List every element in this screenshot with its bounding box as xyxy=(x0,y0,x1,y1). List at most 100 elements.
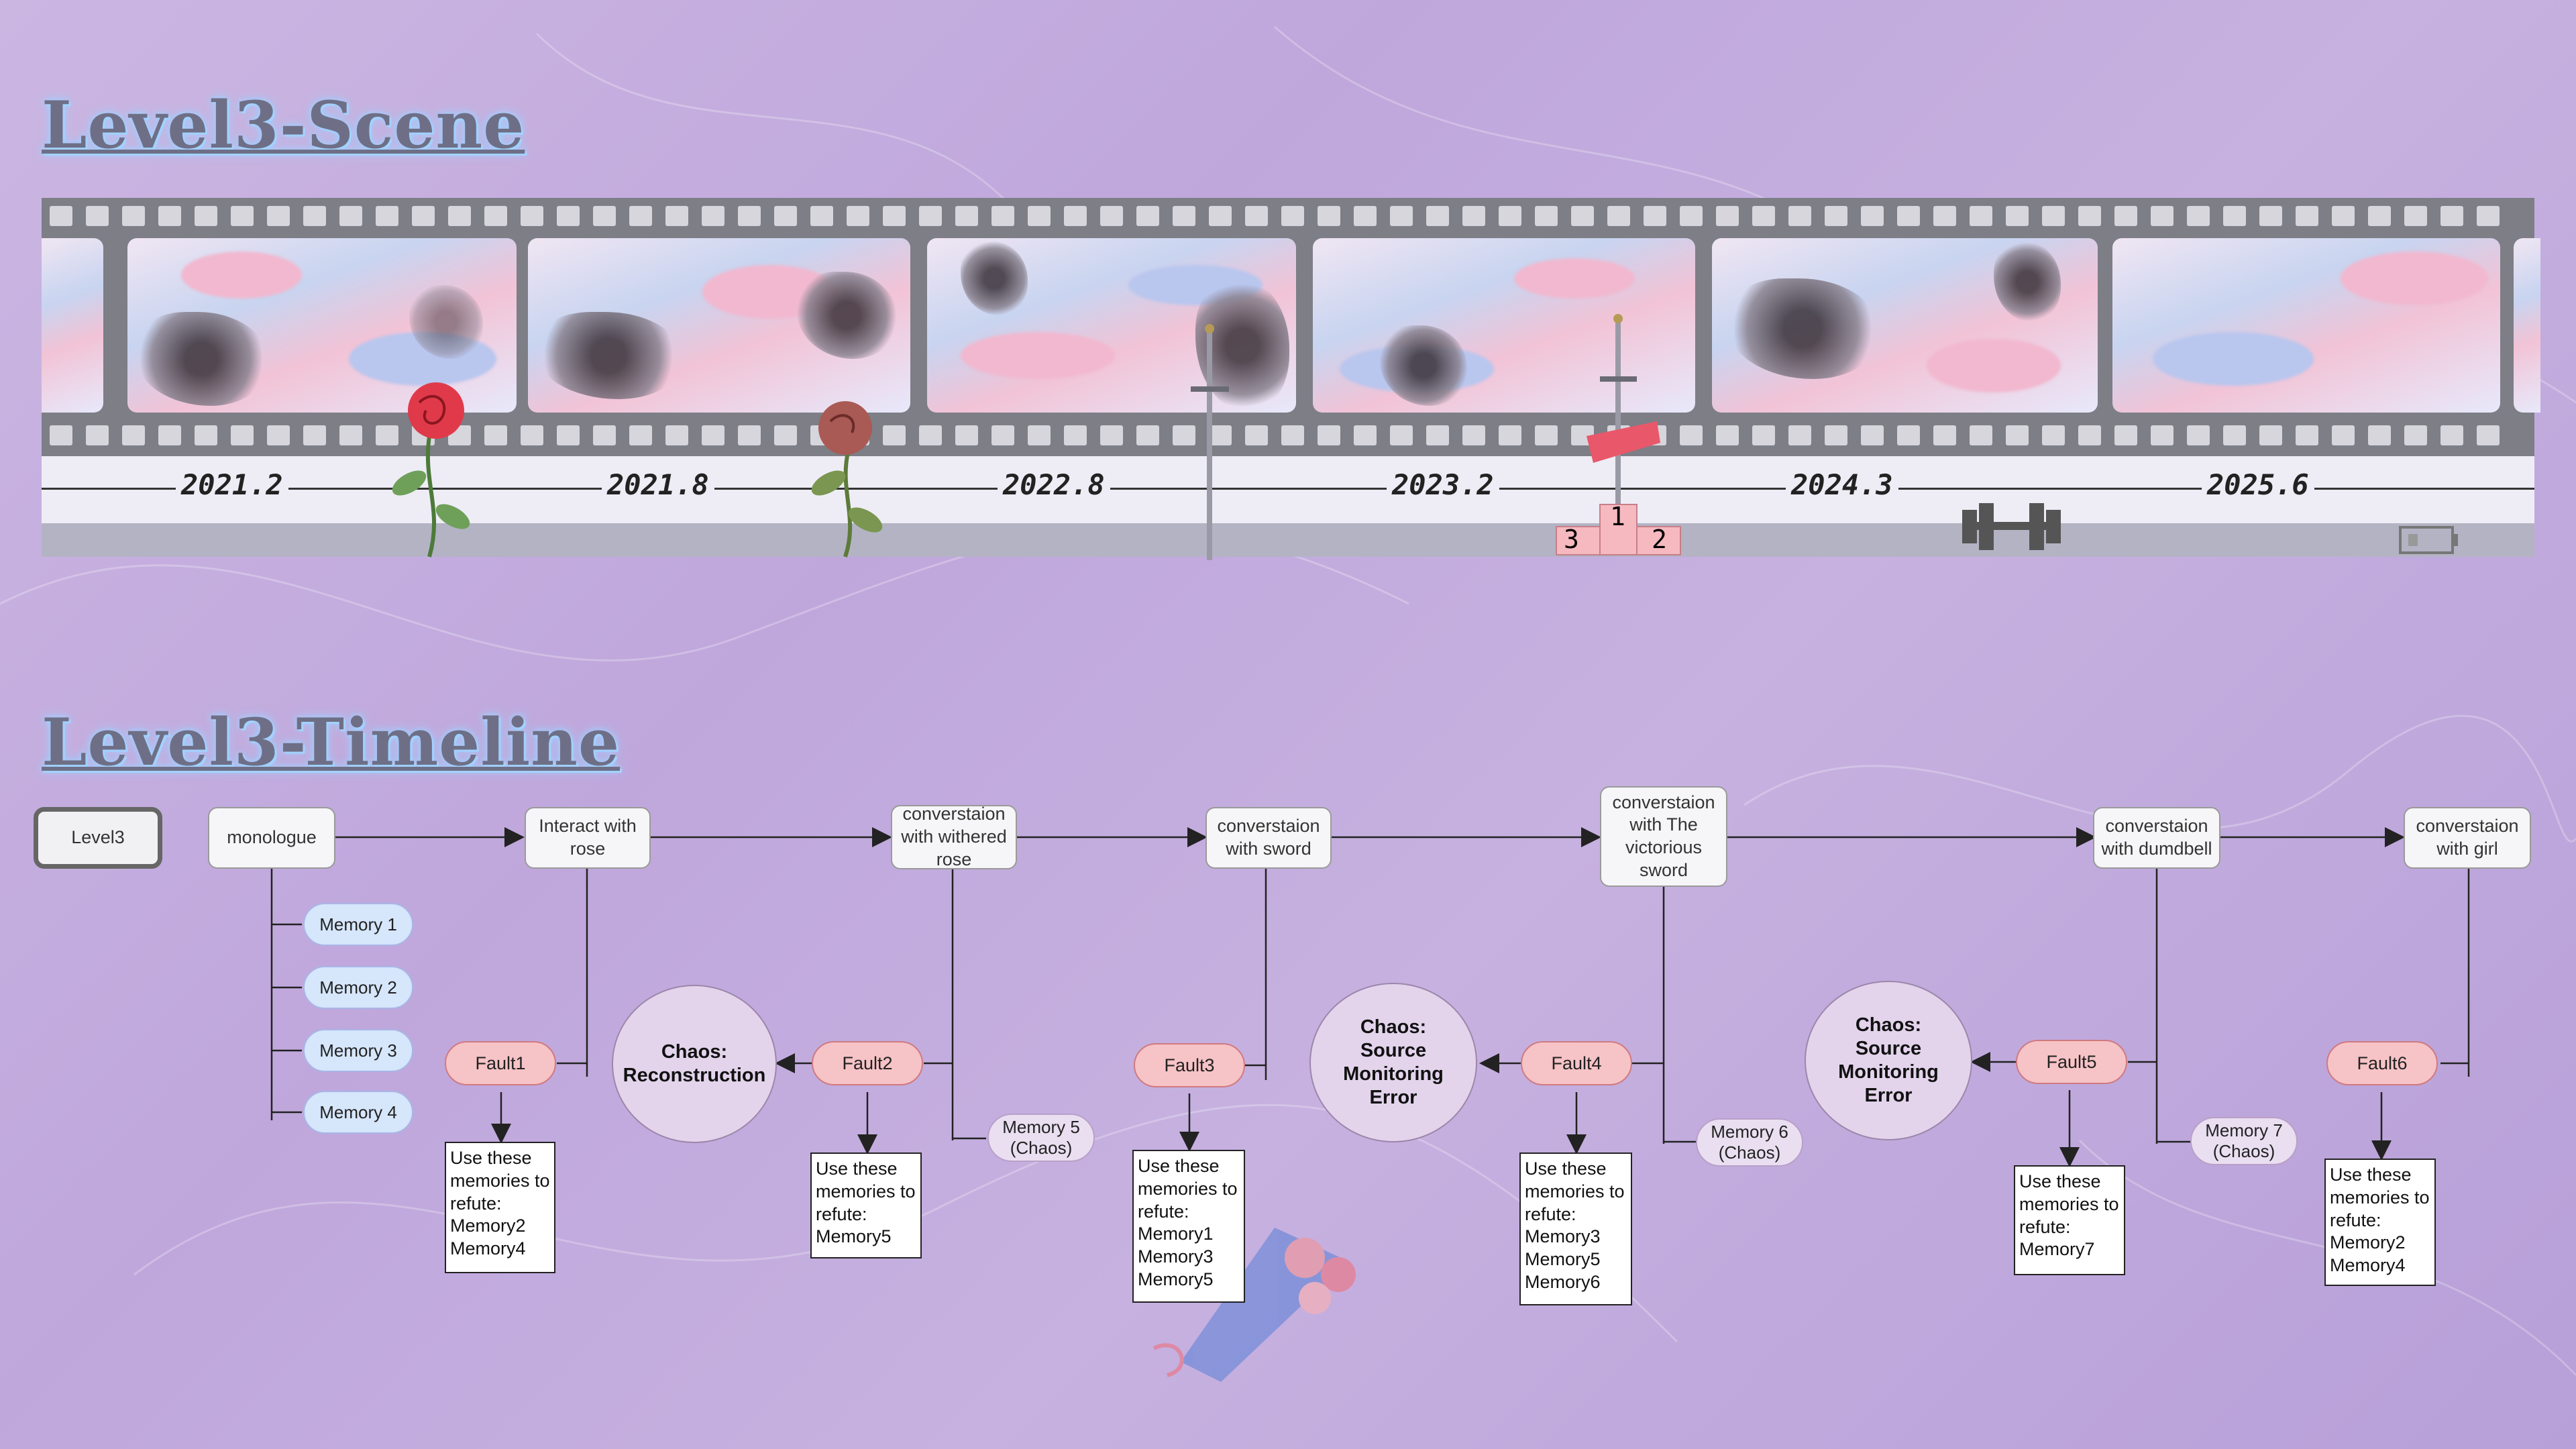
memory-6-chaos[interactable]: Memory 6 (Chaos) xyxy=(1696,1118,1803,1167)
film-frame-2024-3 xyxy=(1712,238,2098,413)
step-withered-rose[interactable]: converstaion with withered rose xyxy=(891,804,1017,869)
film-frame-2021-2 xyxy=(127,238,517,413)
sprocket-hole xyxy=(303,425,326,445)
sprocket-hole xyxy=(1354,425,1377,445)
rose-icon xyxy=(392,382,470,557)
date-label: 2022.8 xyxy=(998,468,1110,501)
sprocket-hole xyxy=(1462,206,1485,226)
scene-props xyxy=(392,314,2458,560)
sprocket-hole xyxy=(2296,206,2318,226)
sprocket-hole xyxy=(1100,425,1123,445)
film-frame-2021-8 xyxy=(528,238,910,413)
sprocket-hole xyxy=(557,425,580,445)
sprocket-hole xyxy=(1933,425,1956,445)
sprocket-hole xyxy=(2187,206,2210,226)
sprocket-hole xyxy=(448,206,471,226)
sprocket-hole xyxy=(1716,206,1739,226)
memory-5-chaos[interactable]: Memory 5 (Chaos) xyxy=(987,1114,1095,1162)
sprocket-hole xyxy=(2477,425,2500,445)
memory-4[interactable]: Memory 4 xyxy=(303,1091,413,1134)
sprocket-hole xyxy=(738,425,761,445)
step-interact-rose[interactable]: Interact with rose xyxy=(525,807,651,869)
sprocket-hole xyxy=(1390,206,1413,226)
sprocket-hole xyxy=(1825,425,1847,445)
memory-1[interactable]: Memory 1 xyxy=(303,903,413,946)
memory-7-chaos[interactable]: Memory 7 (Chaos) xyxy=(2190,1117,2298,1165)
sword-icon xyxy=(1191,324,1229,560)
sprocket-hole xyxy=(195,425,217,445)
sprocket-hole xyxy=(1825,206,1847,226)
sprocket-hole xyxy=(593,206,616,226)
sprocket-hole xyxy=(267,425,290,445)
refute-box-fault-5: Use these memories to refute: Memory7 xyxy=(2014,1165,2125,1275)
bouquet-icon xyxy=(1152,1228,1356,1382)
sprocket-hole xyxy=(1897,206,1920,226)
memory-3[interactable]: Memory 3 xyxy=(303,1029,413,1072)
sprocket-hole xyxy=(1897,425,1920,445)
fault-4[interactable]: Fault4 xyxy=(1521,1041,1632,1085)
sprocket-hole xyxy=(231,425,254,445)
sprocket-hole xyxy=(1318,206,1340,226)
sprocket-hole xyxy=(2368,206,2391,226)
scene-section-title: Level3-Scene xyxy=(42,87,525,163)
sprocket-hole xyxy=(883,206,906,226)
sprocket-hole xyxy=(955,425,978,445)
podium-first-label: 1 xyxy=(1610,502,1625,531)
sprocket-hole xyxy=(1281,425,1304,445)
chaos-reconstruction[interactable]: Chaos: Reconstruction xyxy=(612,985,777,1143)
sprocket-hole xyxy=(2368,425,2391,445)
refute-box-fault-1: Use these memories to refute: Memory2 Me… xyxy=(445,1142,555,1273)
fault-5[interactable]: Fault5 xyxy=(2016,1040,2127,1084)
sprocket-hole xyxy=(376,206,398,226)
sprocket-hole xyxy=(810,206,833,226)
sprocket-hole xyxy=(1354,206,1377,226)
sprocket-hole xyxy=(1861,206,1884,226)
sprocket-hole xyxy=(1970,425,1992,445)
sprocket-hole xyxy=(86,425,109,445)
timeline-axis xyxy=(42,488,2534,490)
memory-2[interactable]: Memory 2 xyxy=(303,966,413,1009)
sprocket-hole xyxy=(1462,425,1485,445)
level3-start-node[interactable]: Level3 xyxy=(34,807,162,869)
fault-3[interactable]: Fault3 xyxy=(1134,1043,1245,1087)
date-label: 2021.8 xyxy=(602,468,714,501)
withered-rose-icon xyxy=(811,401,883,557)
date-band-bottom xyxy=(42,523,2534,557)
sprocket-hole xyxy=(158,206,181,226)
sprocket-hole xyxy=(1716,425,1739,445)
sprocket-hole xyxy=(629,425,652,445)
chaos-source-monitoring-error-2[interactable]: Chaos: Source Monitoring Error xyxy=(1805,981,1972,1140)
timeline-section-title: Level3-Timeline xyxy=(42,704,621,780)
sprocket-hole xyxy=(2151,425,2174,445)
sprocket-hole xyxy=(339,425,362,445)
step-dumbbell[interactable]: converstaion with dumdbell xyxy=(2093,807,2220,869)
sprocket-hole xyxy=(1535,206,1558,226)
step-sword[interactable]: converstaion with sword xyxy=(1205,807,1332,869)
fault-6[interactable]: Fault6 xyxy=(2326,1041,2438,1085)
sprocket-hole xyxy=(1788,425,1811,445)
battery-icon xyxy=(2399,526,2458,554)
fault-1[interactable]: Fault1 xyxy=(445,1041,556,1085)
sprocket-hole xyxy=(702,206,724,226)
sprocket-hole xyxy=(1571,206,1594,226)
monologue-node[interactable]: monologue xyxy=(208,807,335,869)
sprocket-hole xyxy=(883,425,906,445)
sprocket-hole xyxy=(1390,425,1413,445)
refute-box-fault-4: Use these memories to refute: Memory3 Me… xyxy=(1519,1152,1632,1305)
sprocket-hole xyxy=(521,425,543,445)
sprocket-hole xyxy=(2114,425,2137,445)
sprocket-hole xyxy=(665,206,688,226)
chaos-source-monitoring-error-1[interactable]: Chaos: Source Monitoring Error xyxy=(1309,983,1477,1142)
fault-2[interactable]: Fault2 xyxy=(812,1041,923,1085)
sprocket-hole xyxy=(1064,206,1087,226)
sprocket-hole xyxy=(2223,425,2246,445)
sprocket-hole xyxy=(1861,425,1884,445)
step-girl[interactable]: converstaion with girl xyxy=(2404,807,2531,869)
date-label: 2023.2 xyxy=(1387,468,1499,501)
sprocket-hole xyxy=(1426,206,1449,226)
step-victorious-sword[interactable]: converstaion with The victorious sword xyxy=(1600,786,1727,887)
sprocket-hole xyxy=(267,206,290,226)
sprocket-hole xyxy=(1245,425,1268,445)
sprocket-hole xyxy=(774,425,797,445)
